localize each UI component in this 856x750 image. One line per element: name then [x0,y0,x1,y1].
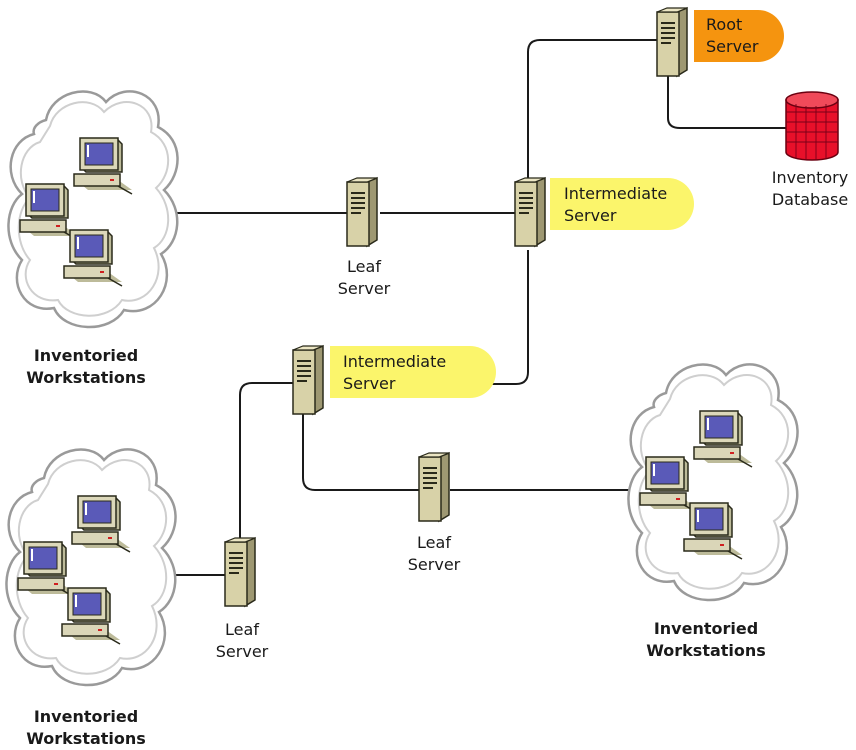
leaf-server-bottom-label-line2: Server [216,642,269,661]
link-intermediate-upper-to-intermediate-lower [482,250,529,385]
workstations-bottom-left-label-line2: Workstations [26,729,146,748]
leaf-server-middle-label-line1: Leaf [417,533,451,552]
server-tower-icon [224,537,256,607]
leaf-server-top-label-line1: Leaf [347,257,381,276]
connection-lines [160,39,786,576]
root-server: Root Server [656,7,784,77]
server-tower-icon [656,7,688,77]
intermediate-server-upper: Intermediate Server [514,177,694,247]
workstations-right-label-line1: Inventoried [654,619,758,638]
link-intermediate-lower-to-leaf-middle [302,412,420,491]
leaf-server-middle-label-line2: Server [408,555,461,574]
workstation-cloud-icon [628,364,797,600]
workstation-cloud-icon [6,449,175,685]
server-tower-icon [514,177,546,247]
intermediate-server-lower-highlight [330,346,496,398]
leaf-server-middle: Leaf Server [408,452,461,574]
workstations-top-left: Inventoried Workstations [8,91,177,387]
leaf-server-bottom-label-line1: Leaf [225,620,259,639]
server-tower-icon [346,177,378,247]
root-server-highlight [694,10,784,62]
workstations-top-left-label-line2: Workstations [26,368,146,387]
leaf-server-bottom: Leaf Server [216,537,269,661]
workstations-bottom-left-label-line1: Inventoried [34,707,138,726]
inventory-database: Inventory Database [772,91,848,209]
workstation-cloud-icon [8,91,177,327]
leaf-server-top: Leaf Server [338,177,391,298]
server-tower-icon [292,345,324,415]
link-intermediate-lower-to-leaf-bottom [239,382,298,545]
intermediate-server-upper-label-line2: Server [564,206,617,225]
workstations-bottom-left: Inventoried Workstations [6,449,175,748]
link-root-to-intermediate-upper [527,39,658,185]
database-cylinder-icon [785,91,839,161]
root-server-label-line2: Server [706,37,759,56]
intermediate-server-upper-label-line1: Intermediate [564,184,667,203]
workstations-right-label-line2: Workstations [646,641,766,660]
intermediate-server-lower-label-line1: Intermediate [343,352,446,371]
database-label-line1: Inventory [772,168,848,187]
link-root-to-database [667,70,786,129]
leaf-server-top-label-line2: Server [338,279,391,298]
intermediate-server-upper-highlight [550,178,694,230]
workstations-top-left-label-line1: Inventoried [34,346,138,365]
server-tower-icon [418,452,450,522]
intermediate-server-lower: Intermediate Server [292,345,496,415]
root-server-label-line1: Root [706,15,742,34]
database-label-line2: Database [772,190,848,209]
workstations-right: Inventoried Workstations [628,364,797,660]
intermediate-server-lower-label-line2: Server [343,374,396,393]
